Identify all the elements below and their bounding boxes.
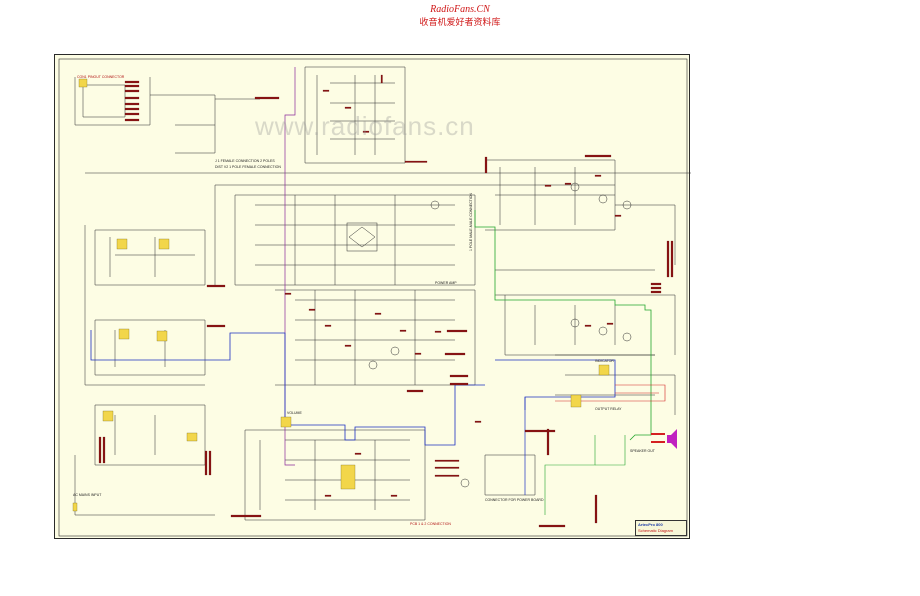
label-dist-v2: DIST V2 1 POLE FEMALE CONNECTION <box>215 165 281 169</box>
black-wiring <box>74 66 691 521</box>
schematic-drawing <box>58 58 691 537</box>
purple-wire <box>284 67 296 466</box>
label-power-board: CONNECTOR FOR POWER BOARD <box>485 498 544 502</box>
site-name-chinese: 收音机爱好者资料库 <box>419 18 501 28</box>
schematic-sheet: CON1 PINOUT CONNECTOR J 1 FEMALE CONNECT… <box>54 54 691 539</box>
green-wire <box>474 210 652 441</box>
watermark: www.radiofans.cn <box>255 111 475 141</box>
label-indicator: INDICATOR <box>595 359 614 363</box>
components <box>98 74 674 528</box>
label-volume: VOLUME <box>287 411 302 415</box>
label-pcb-connection: PCB 1 & 2 CONNECTION <box>410 522 451 526</box>
label-speaker-out: SPEAKER OUT <box>630 449 655 453</box>
label-power-amp: POWER AMP <box>435 281 457 285</box>
title-block-subtitle: Schematic Diagram <box>638 528 673 533</box>
label-ac-mains: AC MAINS INPUT <box>73 493 102 497</box>
label-j1-female: J 1 FEMALE CONNECTION 2 POLES <box>215 159 275 163</box>
site-name[interactable]: RadioFans.CN <box>430 4 490 15</box>
blue-wire-long <box>90 330 485 446</box>
green-wire-tail <box>595 435 626 466</box>
page-header: RadioFans.CN 收音机爱好者资料库 <box>0 4 920 28</box>
red-wire <box>555 384 666 402</box>
green-wire-lower <box>544 435 596 515</box>
transistors <box>368 182 632 488</box>
speaker-icon <box>667 429 677 449</box>
bridge-rectifier <box>346 222 378 252</box>
integrated-circuits <box>78 78 610 490</box>
label-con1: CON1 PINOUT CONNECTOR <box>77 75 125 79</box>
blue-wire-right <box>495 359 616 410</box>
label-output-relay: OUTPUT RELAY <box>595 407 622 411</box>
label-male-connection: 1 POLE MALE-MALE CONNECTION <box>469 193 473 251</box>
title-block: ArtecPro 800 Schematic Diagram <box>635 520 687 536</box>
title-block-brand: ArtecPro 800 <box>638 522 663 527</box>
